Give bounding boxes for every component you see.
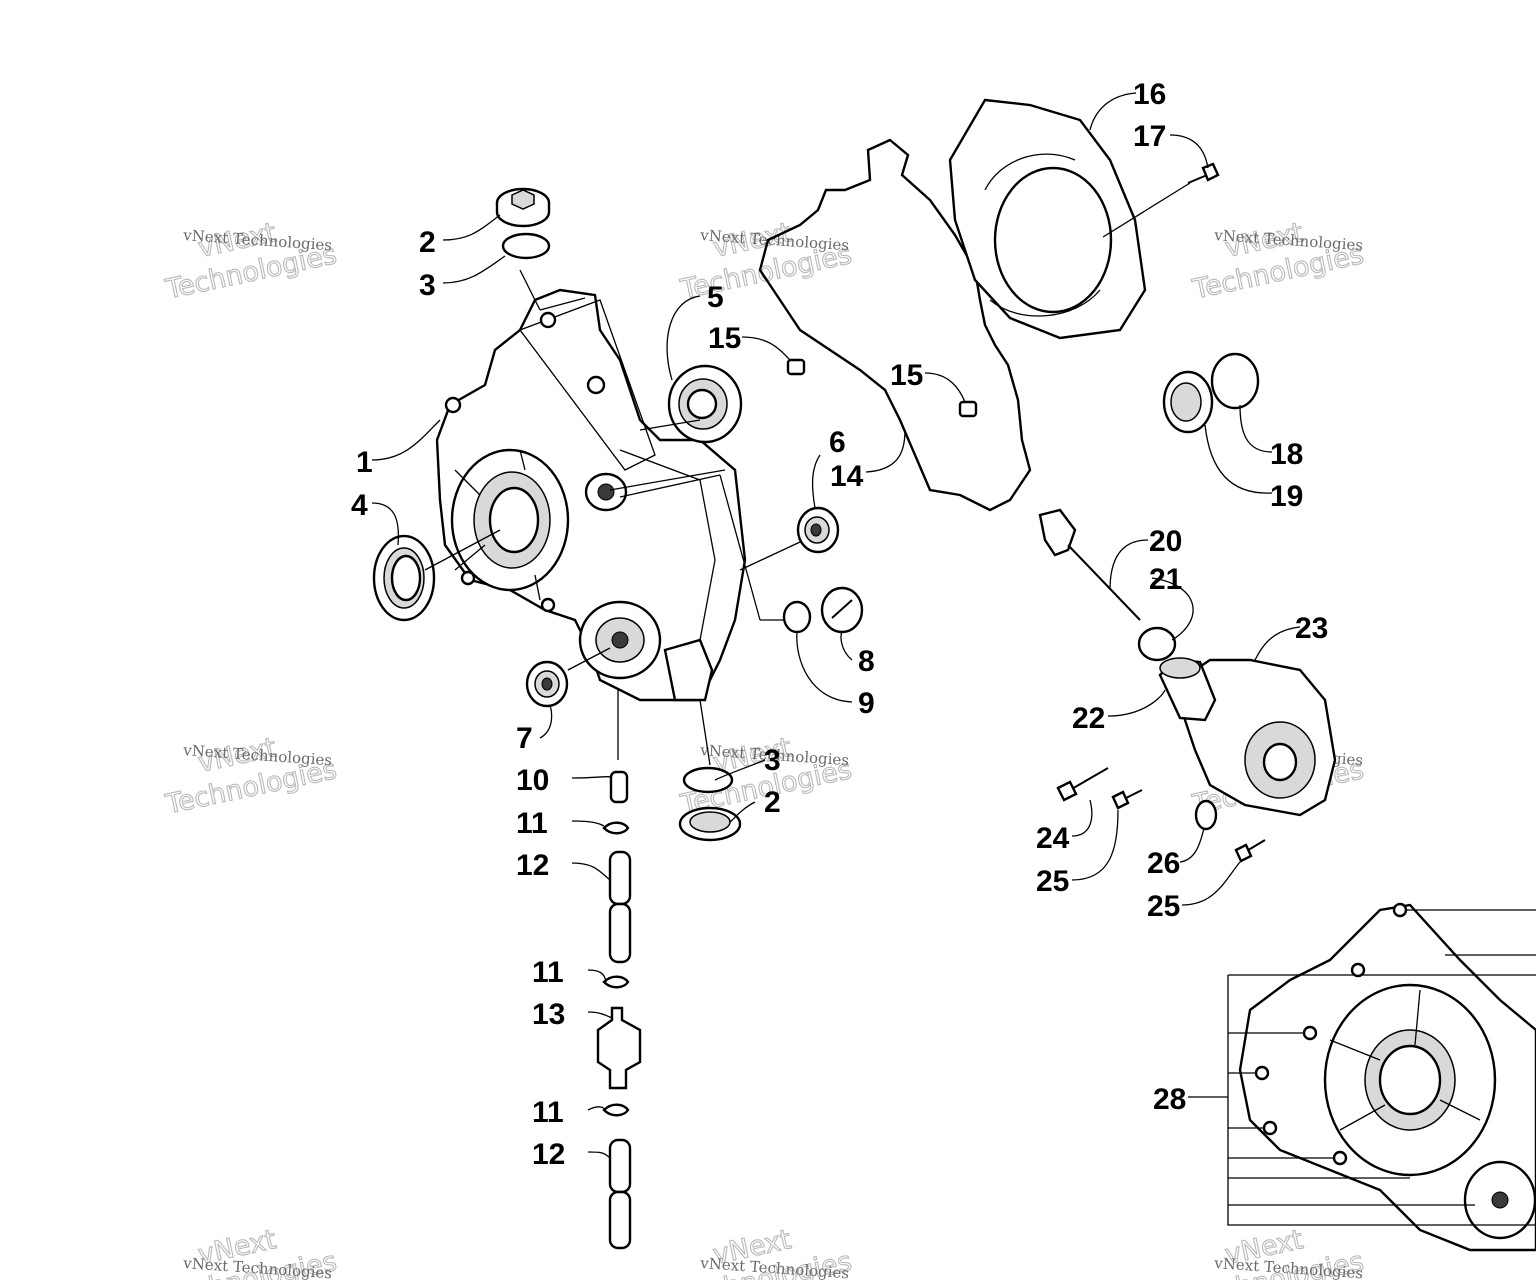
bolt-part-25-a (1111, 789, 1143, 810)
callout-17: 17 (1133, 120, 1166, 153)
callout-11-b: 11 (532, 956, 564, 989)
dipstick-part-20 (1038, 508, 1141, 621)
seal-part-7 (525, 660, 569, 708)
bolt-part-17 (1187, 162, 1220, 184)
leader-lines (371, 92, 1301, 1159)
callout-2-top: 2 (419, 226, 436, 259)
bearing-part-6 (796, 506, 840, 554)
callout-20: 20 (1149, 525, 1182, 558)
cover-part-23 (1178, 658, 1337, 817)
callout-8: 8 (858, 645, 875, 678)
callout-22: 22 (1072, 702, 1105, 735)
callout-15-a: 15 (708, 322, 741, 355)
callout-25-a: 25 (1036, 865, 1069, 898)
bearing-part-5 (667, 364, 743, 444)
plug-part-2-top (495, 187, 551, 228)
o-ring-part-18 (1210, 352, 1260, 410)
callout-28: 28 (1153, 1083, 1186, 1116)
callout-12-b: 12 (532, 1138, 565, 1171)
callout-18: 18 (1270, 438, 1303, 471)
callout-10: 10 (516, 764, 549, 797)
callout-3-top: 3 (419, 269, 436, 302)
crankcase-cover-part (435, 288, 747, 702)
o-ring-part-3-bottom (682, 766, 734, 794)
bolt-part-25-b (1234, 839, 1266, 863)
plug-part-8 (820, 586, 864, 634)
callouts: 1 2 3 2 3 4 5 6 7 8 9 10 11 11 11 12 12 … (351, 78, 1328, 1171)
callout-26: 26 (1147, 847, 1180, 880)
callout-3-bottom: 3 (764, 744, 781, 777)
o-ring-part-26 (1194, 799, 1218, 831)
callout-9: 9 (858, 687, 875, 720)
dowel-part-15-b (958, 400, 978, 418)
plug-part-2-bottom (678, 806, 742, 842)
o-ring-part-3-top (501, 232, 551, 260)
callout-11-a: 11 (516, 807, 548, 840)
callout-16: 16 (1133, 78, 1166, 111)
dowel-part-15-a (786, 358, 806, 376)
seal-part-19 (1162, 370, 1214, 434)
callout-24: 24 (1036, 822, 1070, 855)
oil-seal-part-4 (372, 534, 436, 622)
callout-13: 13 (532, 998, 565, 1031)
callout-15-b: 15 (890, 359, 923, 392)
plate-part-16 (948, 98, 1147, 340)
bolt-part-24 (1056, 767, 1109, 802)
callout-14: 14 (830, 460, 864, 493)
callout-12-a: 12 (516, 849, 549, 882)
fitting-part-22 (1158, 657, 1217, 722)
callout-2-bottom: 2 (764, 786, 781, 819)
callout-6: 6 (829, 426, 846, 459)
callout-7: 7 (516, 722, 533, 755)
callout-4: 4 (351, 489, 368, 522)
callout-5: 5 (707, 281, 724, 314)
callout-11-c: 11 (532, 1096, 564, 1129)
watermark-layer: vNext Technologies vNext Technologies vN… (162, 217, 1367, 1280)
o-ring-part-9 (782, 600, 812, 634)
callout-21: 21 (1149, 563, 1182, 596)
assembly-part-28 (1227, 902, 1536, 1252)
callout-19: 19 (1270, 480, 1303, 513)
gasket-part-14 (758, 138, 1032, 512)
o-ring-part-21 (1137, 626, 1177, 662)
callout-1: 1 (356, 446, 373, 479)
callout-23: 23 (1295, 612, 1328, 645)
pipe-assembly (596, 690, 642, 1250)
callout-25-b: 25 (1147, 890, 1180, 923)
